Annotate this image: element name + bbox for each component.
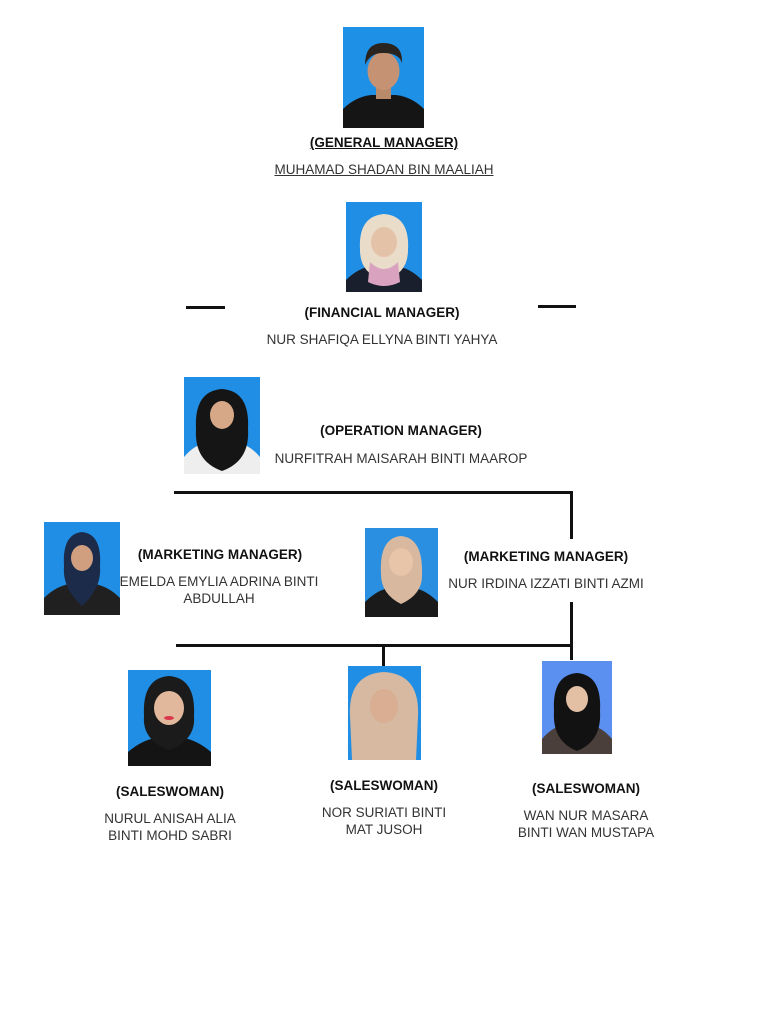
marketing-manager-1-name-line1: EMELDA EMYLIA ADRINA BINTI: [109, 573, 329, 590]
marketing-manager-2-name: NUR IRDINA IZZATI BINTI AZMI: [426, 575, 666, 592]
saleswoman-3-photo: [542, 661, 612, 754]
person-portrait-icon: [542, 661, 612, 754]
person-portrait-icon: [128, 670, 211, 766]
saleswoman-3-role: (SALESWOMAN): [486, 781, 686, 796]
person-portrait-icon: [343, 27, 424, 128]
saleswoman-2-name-line2: MAT JUSOH: [284, 821, 484, 838]
saleswoman-1-role: (SALESWOMAN): [70, 784, 270, 799]
financial-manager-role: (FINANCIAL MANAGER): [282, 305, 482, 320]
connector-marketing-horizontal: [176, 644, 573, 647]
operation-manager-photo: [184, 377, 260, 474]
financial-manager-photo: [346, 202, 422, 292]
general-manager-name: MUHAMAD SHADAN BIN MAALIAH: [234, 161, 534, 178]
operation-manager-name: NURFITRAH MAISARAH BINTI MAAROP: [251, 450, 551, 467]
person-portrait-icon: [346, 202, 422, 292]
saleswoman-1-name-line1: NURUL ANISAH ALIA: [70, 810, 270, 827]
connector-saleswoman-2-drop: [382, 644, 385, 666]
saleswoman-1-name-line2: BINTI MOHD SABRI: [70, 827, 270, 844]
connector-left-dash: [186, 306, 225, 309]
saleswoman-3-name-line1: WAN NUR MASARA: [476, 807, 696, 824]
marketing-manager-2-role: (MARKETING MANAGER): [446, 549, 646, 564]
person-portrait-icon: [348, 666, 421, 760]
saleswoman-2-role: (SALESWOMAN): [284, 778, 484, 793]
connector-operation-drop: [570, 491, 573, 539]
marketing-manager-2-photo: [365, 528, 438, 617]
saleswoman-3-name-line2: BINTI WAN MUSTAPA: [476, 824, 696, 841]
person-portrait-icon: [184, 377, 260, 474]
operation-manager-role: (OPERATION MANAGER): [301, 423, 501, 438]
connector-marketing-rise: [570, 602, 573, 660]
saleswoman-2-photo: [348, 666, 421, 760]
marketing-manager-1-role: (MARKETING MANAGER): [120, 547, 320, 562]
saleswoman-1-photo: [128, 670, 211, 766]
person-portrait-icon: [365, 528, 438, 617]
saleswoman-2-name-line1: NOR SURIATI BINTI: [284, 804, 484, 821]
financial-manager-name: NUR SHAFIQA ELLYNA BINTI YAHYA: [232, 331, 532, 348]
general-manager-photo: [343, 27, 424, 128]
connector-right-dash: [538, 305, 576, 308]
general-manager-role: (GENERAL MANAGER): [284, 135, 484, 150]
marketing-manager-1-name-line2: ABDULLAH: [109, 590, 329, 607]
connector-operation-horizontal: [174, 491, 573, 494]
